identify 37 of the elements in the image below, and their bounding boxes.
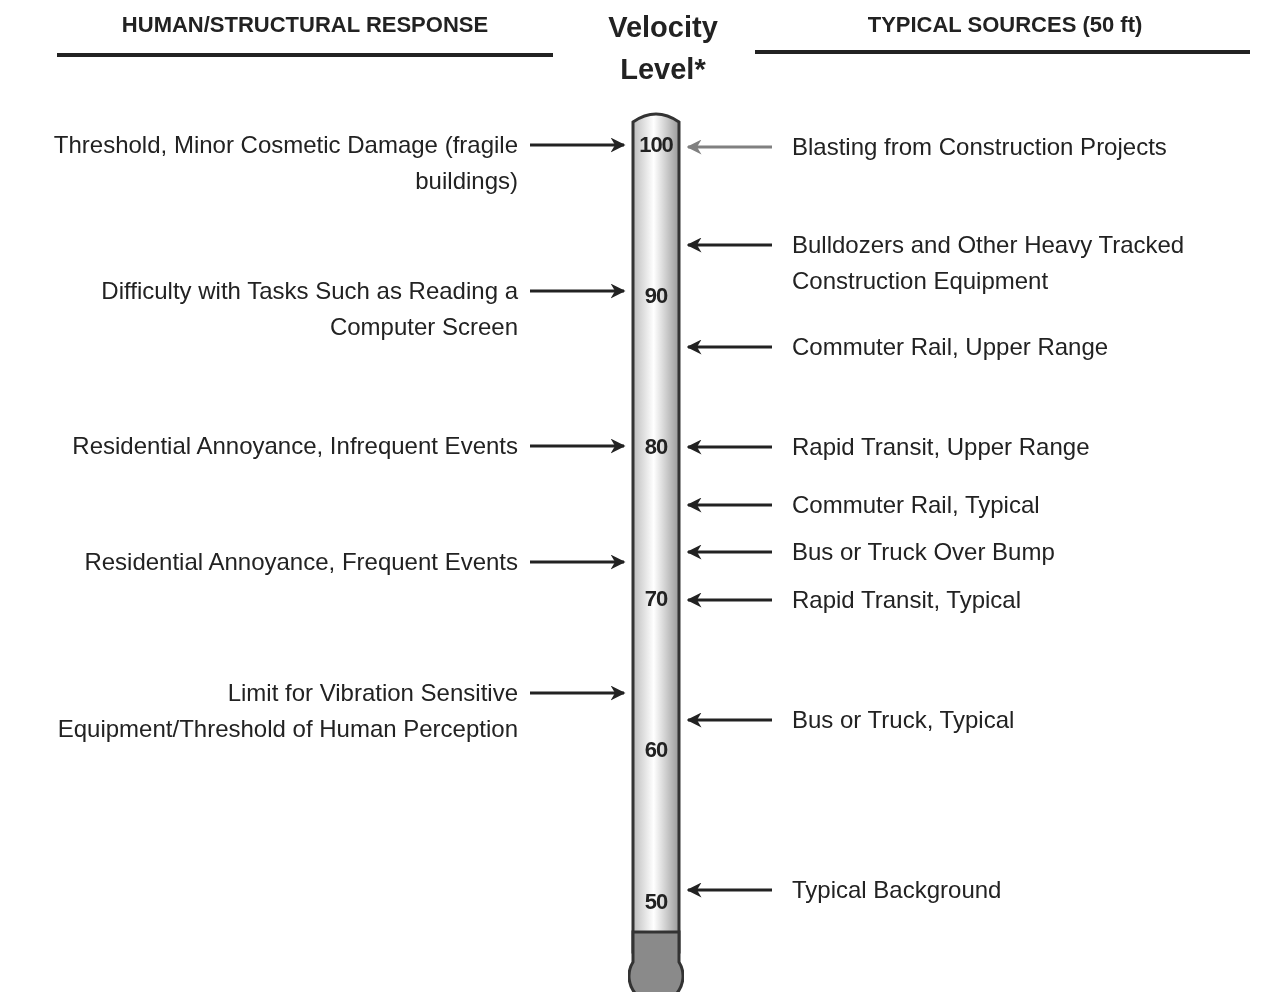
source-label: Rapid Transit, Typical <box>792 582 1282 618</box>
scale-value: 60 <box>643 736 669 764</box>
source-label: Commuter Rail, Typical <box>792 487 1282 523</box>
source-label: Rapid Transit, Upper Range <box>792 429 1282 465</box>
arrow <box>686 497 772 513</box>
scale-value: 70 <box>643 585 669 613</box>
arrow <box>686 882 772 898</box>
arrow <box>686 237 772 253</box>
arrow <box>686 439 772 455</box>
scale-value: 90 <box>643 282 669 310</box>
arrow <box>686 592 772 608</box>
arrow <box>530 283 626 299</box>
response-label: Residential Annoyance, Frequent Events <box>0 544 518 580</box>
scale-value: 100 <box>638 131 674 159</box>
source-label: Typical Background <box>792 872 1282 908</box>
source-label: Commuter Rail, Upper Range <box>792 329 1282 365</box>
arrow <box>530 438 626 454</box>
arrow <box>686 712 772 728</box>
arrow <box>530 685 626 701</box>
response-label: Limit for Vibration Sensitive Equipment/Threshold of Human Perception <box>0 675 518 747</box>
source-label: Bus or Truck Over Bump <box>792 534 1282 570</box>
source-label: Blasting from Construction Projects <box>792 129 1282 165</box>
column-heading: HUMAN/STRUCTURAL RESPONSE <box>120 11 490 39</box>
arrow <box>686 139 772 155</box>
arrow <box>686 339 772 355</box>
response-label: Threshold, Minor Cosmetic Damage (fragile buildings) <box>0 127 518 199</box>
arrow <box>530 554 626 570</box>
scale-value: 50 <box>643 888 669 916</box>
source-label: Bus or Truck, Typical <box>792 702 1282 738</box>
response-label: Difficulty with Tasks Such as Reading a Computer Screen <box>0 273 518 345</box>
scale-value: 80 <box>643 433 669 461</box>
axis-heading: Velocity Level* <box>607 10 719 87</box>
response-label: Residential Annoyance, Infrequent Events <box>0 428 518 464</box>
arrow <box>686 544 772 560</box>
arrow <box>530 137 626 153</box>
column-heading: TYPICAL SOURCES (50 ft) <box>866 11 1144 39</box>
source-label: Bulldozers and Other Heavy Tracked Construction Equipment <box>792 227 1282 299</box>
